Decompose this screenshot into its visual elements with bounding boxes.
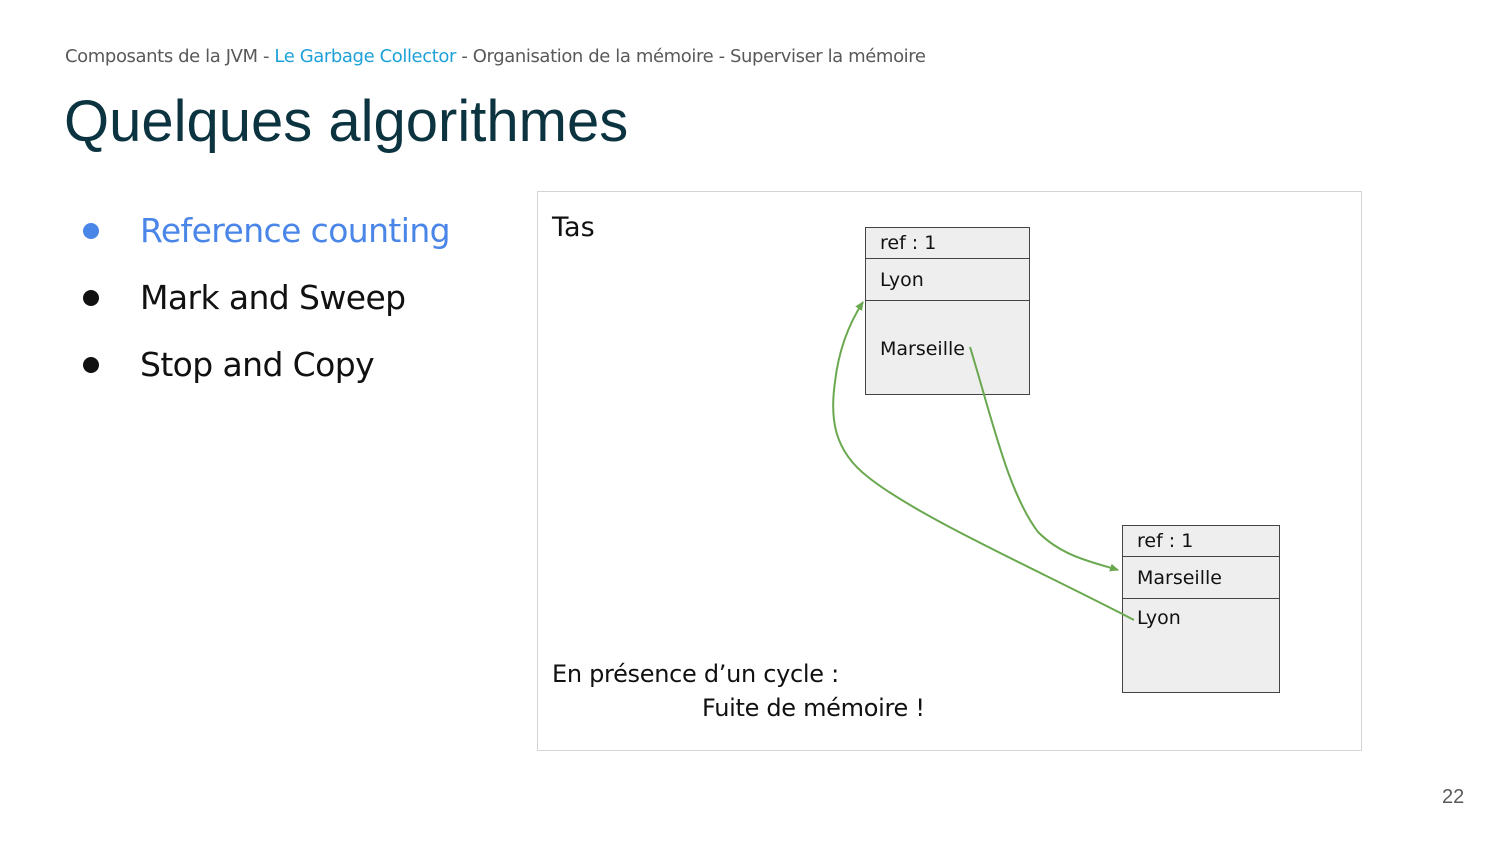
bullet-label: Stop and Copy [140,345,375,384]
algorithm-list: Reference counting Mark and Sweep Stop a… [80,205,451,406]
breadcrumb-part-1: Composants de la JVM - [65,46,275,67]
bullet-mark-and-sweep: Mark and Sweep [80,272,450,339]
slide-title: Quelques algorithmes [64,89,629,154]
object-b-ref-count: ref : 1 [1137,530,1194,552]
object-b-divider [1123,556,1279,557]
object-a-divider [866,258,1029,259]
bullet-reference-counting: Reference counting [80,205,451,272]
bullet-dot-icon [83,290,99,306]
object-b-field-marseille: Marseille [1137,567,1222,589]
breadcrumb-part-2: - Organisation de la mémoire - Supervise… [456,46,926,67]
heap-label: Tas [552,212,595,243]
bullet-label: Mark and Sweep [140,278,406,317]
arrow-marseille-to-object-b [969,346,1119,572]
object-b: ref : 1 Marseille Lyon [1122,525,1280,693]
reference-arrows [832,301,1135,621]
arrow-lyon-to-object-a [832,301,1135,621]
object-a-field-marseille: Marseille [880,338,965,360]
breadcrumb: Composants de la JVM - Le Garbage Collec… [65,46,926,67]
object-b-field-lyon: Lyon [1137,607,1181,629]
heap-diagram: Tas ref : 1 Lyon Marseille ref : 1 Marse… [537,191,1362,751]
breadcrumb-active-section[interactable]: Le Garbage Collector [274,46,456,67]
object-b-divider [1123,598,1279,599]
object-a-ref-count: ref : 1 [880,232,937,254]
page-number: 22 [1442,786,1465,808]
object-a-divider [866,300,1029,301]
cycle-note: En présence d’un cycle : [552,660,839,688]
memory-leak-note: Fuite de mémoire ! [702,694,925,722]
bullet-dot-icon [83,223,99,239]
object-a: ref : 1 Lyon Marseille [865,227,1030,395]
bullet-label: Reference counting [140,211,451,250]
bullet-stop-and-copy: Stop and Copy [80,339,450,406]
object-a-field-lyon: Lyon [880,269,924,291]
bullet-dot-icon [83,357,99,373]
